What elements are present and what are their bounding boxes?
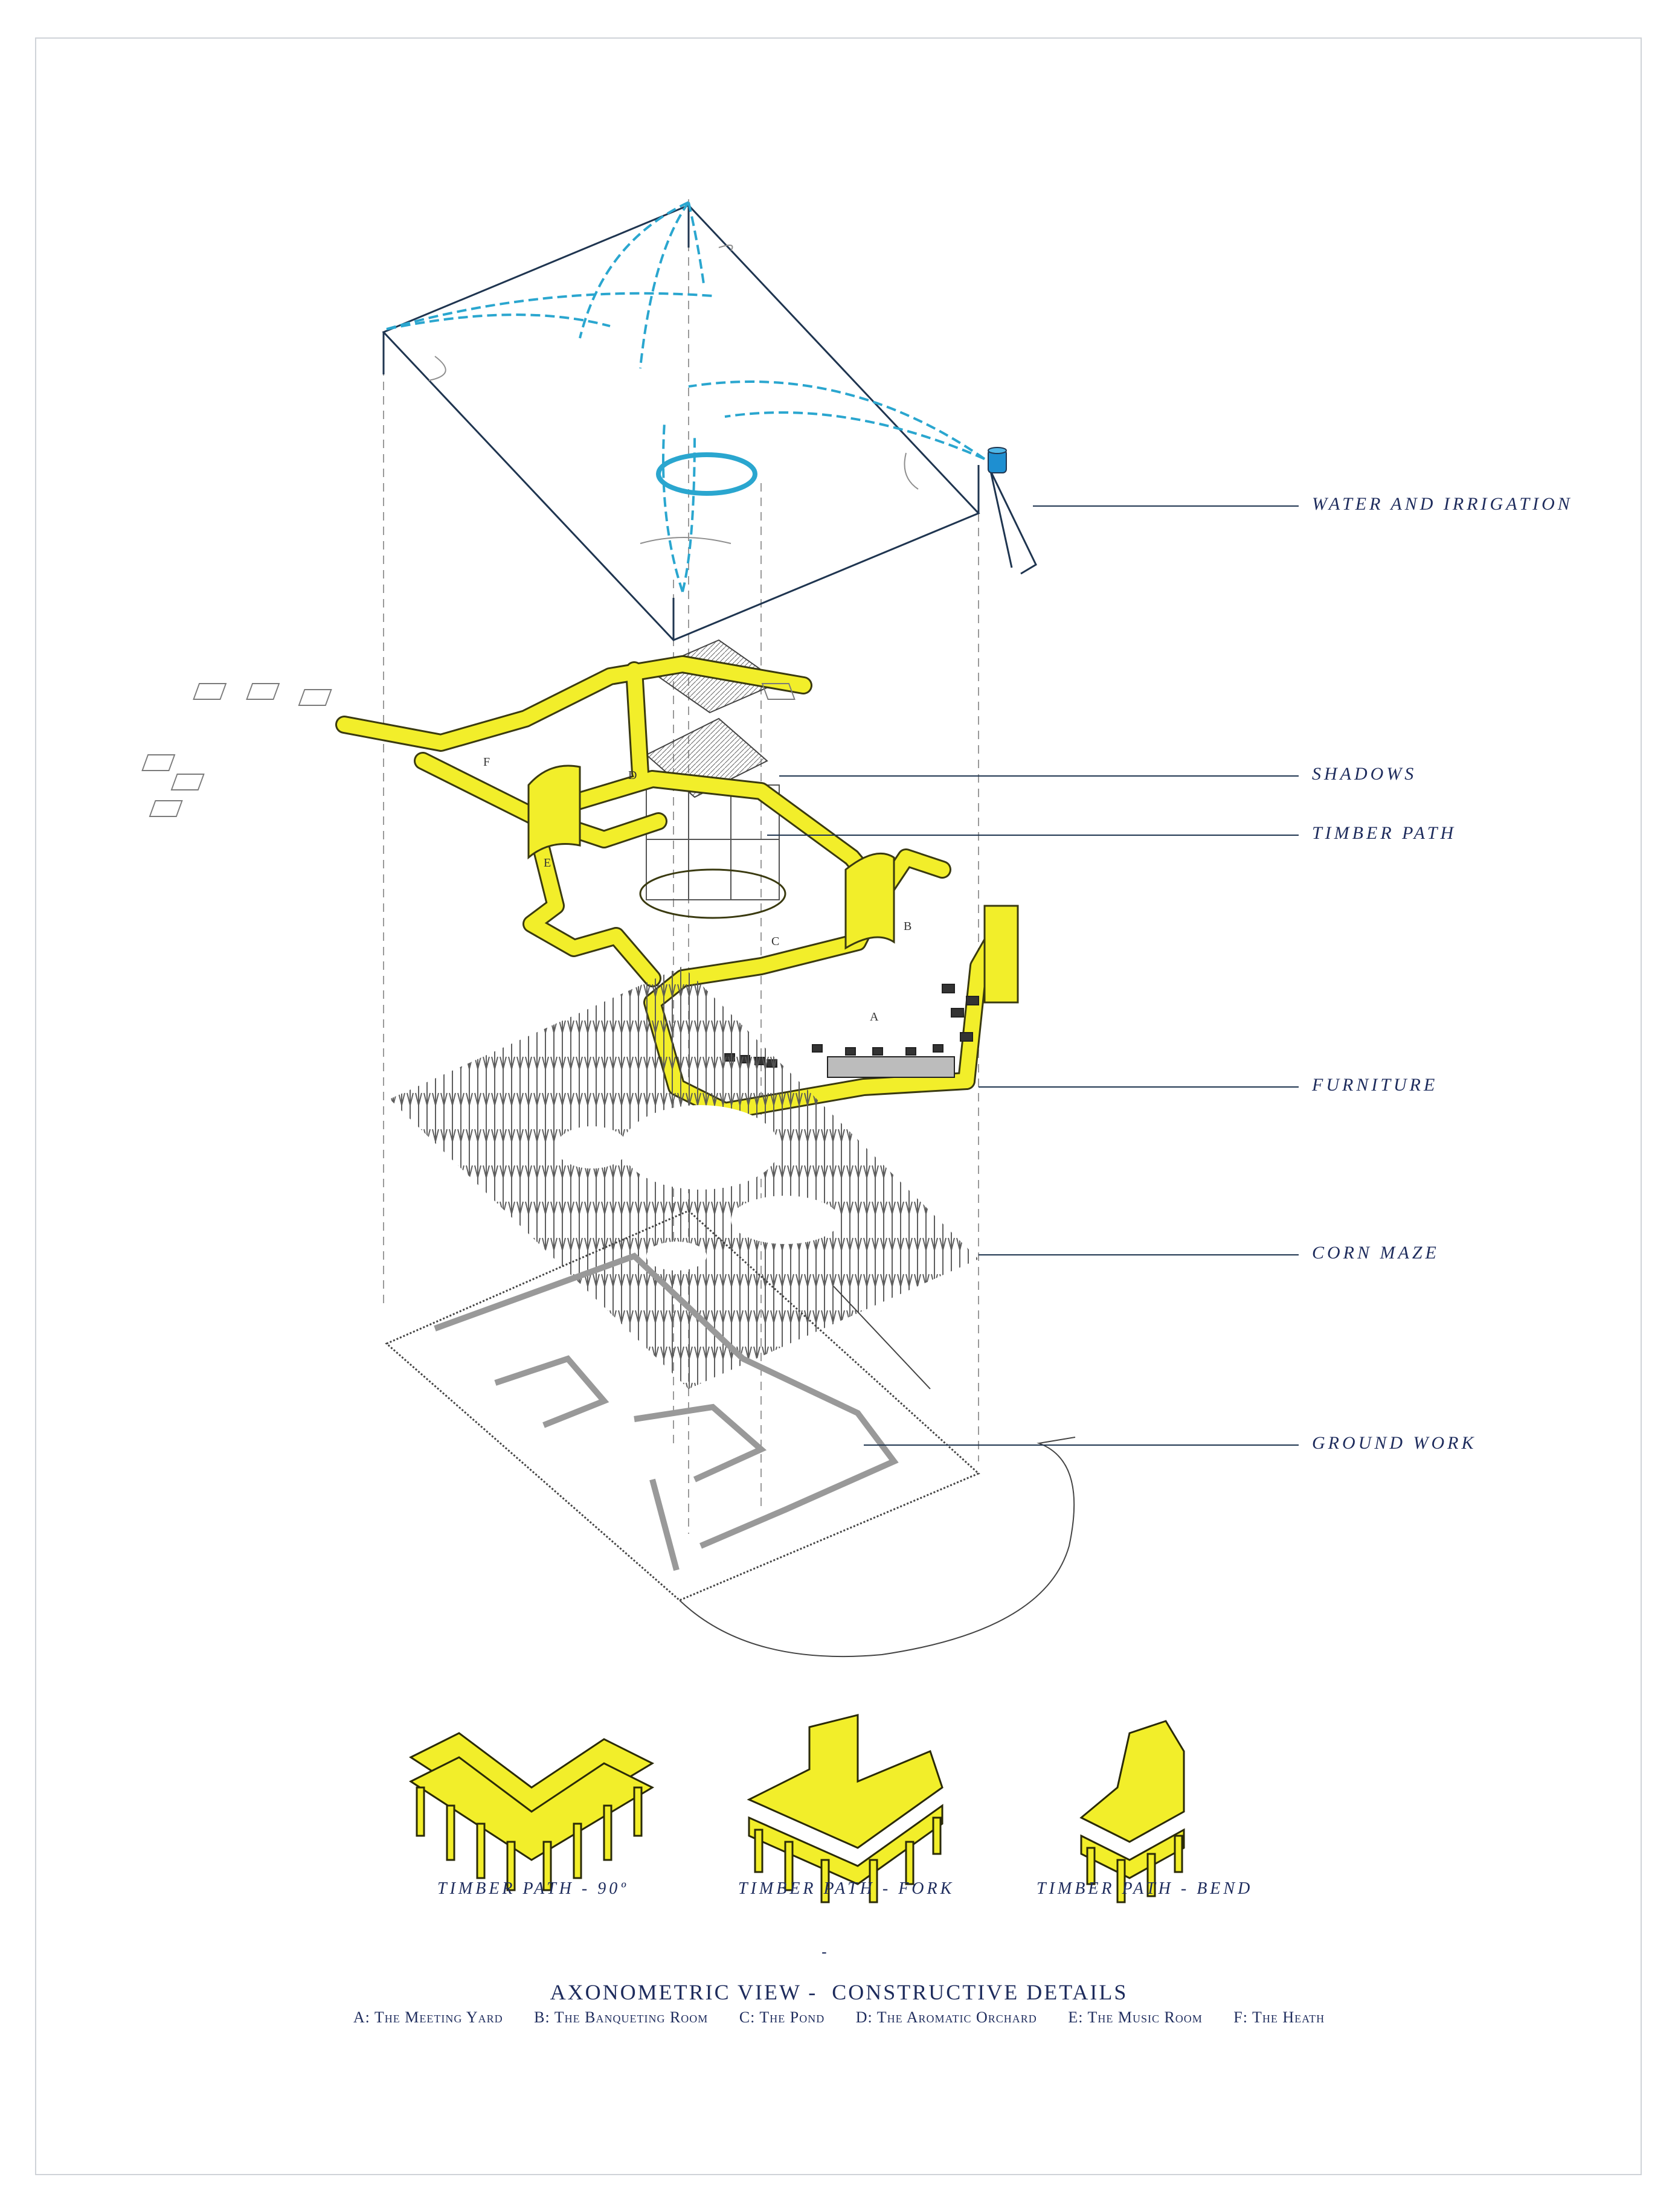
- ground-work-layer: [385, 1210, 1076, 1658]
- legend-item-d: D: The Aromatic Orchard: [855, 2008, 1037, 2026]
- zone-letter-a: A: [870, 1010, 879, 1024]
- layer-label-ground-work: GROUND WORK: [1312, 1433, 1477, 1453]
- legend-item-a: A: The Meeting Yard: [353, 2008, 503, 2026]
- layer-label-furniture: FURNITURE: [1312, 1075, 1438, 1095]
- water-irrigation-layer: [382, 201, 1037, 641]
- corn-maze-layer: [390, 966, 979, 1389]
- layer-label-shadows: SHADOWS: [1312, 764, 1417, 784]
- layer-label-timber-path: TIMBER PATH: [1312, 823, 1457, 843]
- detail-90-icon: [408, 1732, 655, 1891]
- layer-label-corn-maze: CORN MAZE: [1312, 1243, 1439, 1263]
- separator-dash: -: [821, 1943, 827, 1961]
- legend-item-c: C: The Pond: [739, 2008, 825, 2026]
- detail-caption-fork: TIMBER PATH - FORK: [738, 1879, 955, 1898]
- detail-caption-90: TIMBER PATH - 90º: [437, 1879, 629, 1898]
- legend-item-b: B: The Banqueting Room: [534, 2008, 709, 2026]
- detail-caption-bend: TIMBER PATH - BEND: [1037, 1879, 1253, 1898]
- page-frame: [35, 37, 1642, 2175]
- zone-letter-b: B: [904, 920, 911, 933]
- water-tank-icon: [988, 447, 1007, 473]
- pond-sprinkler-ring: [656, 452, 757, 496]
- zone-letter-c: C: [771, 935, 779, 948]
- zone-letter-d: D: [628, 769, 637, 782]
- detail-bend-icon: [1079, 1720, 1185, 1903]
- zone-letter-e: E: [544, 856, 551, 870]
- irrigation-plane: [382, 204, 980, 641]
- page-title: AXONOMETRIC VIEW - CONSTRUCTIVE DETAILS: [550, 1980, 1128, 2004]
- detail-fork-icon: [747, 1714, 943, 1903]
- legend-item-e: E: The Music Room: [1068, 2008, 1203, 2026]
- layer-label-water: WATER AND IRRIGATION: [1312, 494, 1573, 514]
- zone-letter-f: F: [483, 755, 490, 769]
- legend-item-f: F: The Heath: [1233, 2008, 1325, 2026]
- zone-legend: A: The Meeting Yard B: The Banqueting Ro…: [0, 2008, 1678, 2027]
